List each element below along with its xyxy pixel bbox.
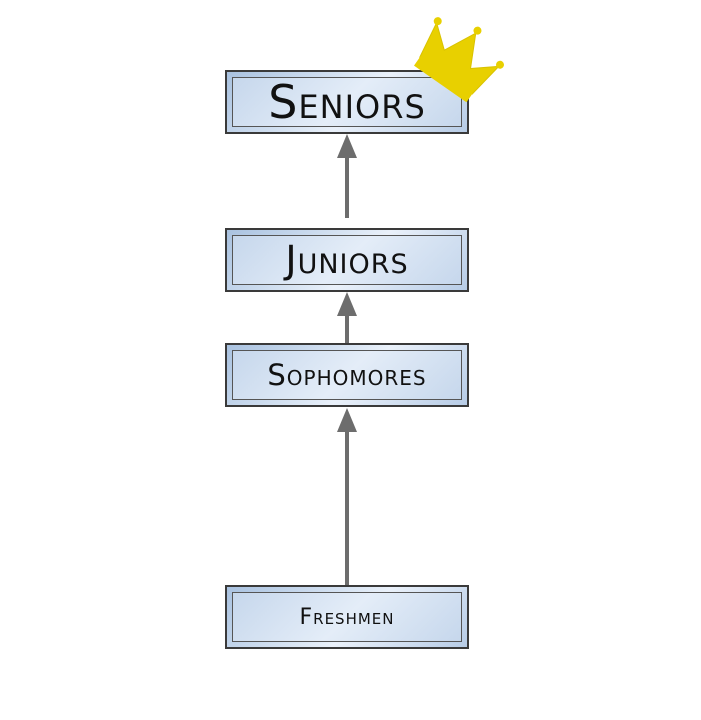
juniors-box: Juniors [225, 228, 469, 292]
juniors-label: Juniors [285, 238, 409, 282]
arrow-juniors-to-seniors [337, 134, 357, 218]
freshmen-box: Freshmen [225, 585, 469, 649]
crown-icon [413, 17, 505, 103]
arrow-freshmen-to-sophomores [337, 408, 357, 585]
sophomores-box: Sophomores [225, 343, 469, 407]
arrow-sophomores-to-juniors [337, 292, 357, 343]
freshmen-label: Freshmen [299, 604, 395, 630]
sophomores-label: Sophomores [267, 358, 427, 392]
seniors-label: Seniors [268, 75, 426, 129]
seniors-box: Seniors [225, 70, 469, 134]
